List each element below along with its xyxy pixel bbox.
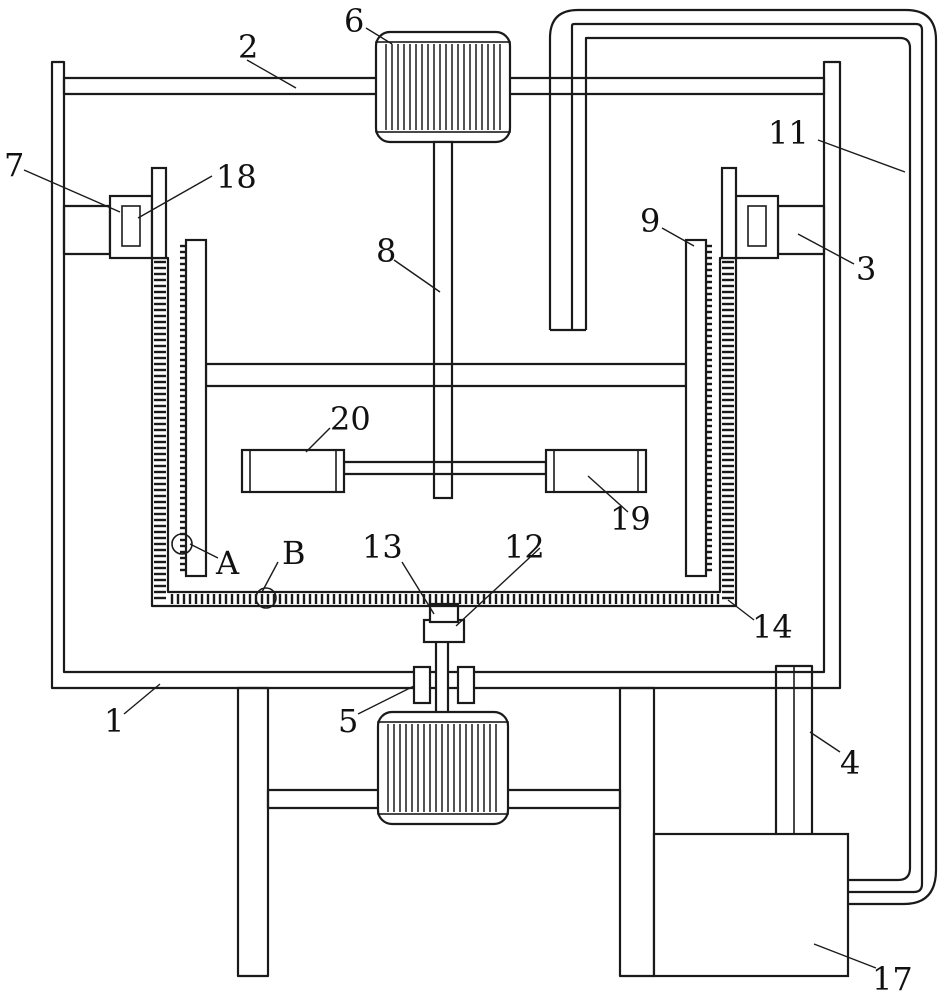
stirring-shaft <box>432 140 454 500</box>
label-7: 7 <box>4 146 24 184</box>
collection-tank <box>652 832 850 978</box>
inner-basket <box>150 256 738 608</box>
circulation-pipe <box>548 8 938 906</box>
stirring-blades <box>240 448 648 494</box>
label-20: 20 <box>330 400 371 438</box>
label-12: 12 <box>504 528 545 566</box>
label-11: 11 <box>768 114 809 152</box>
leader-lines <box>23 27 906 969</box>
label-13: 13 <box>362 528 403 566</box>
label-14: 14 <box>752 608 793 646</box>
lower-shaft <box>412 602 476 720</box>
scraper-plates <box>180 238 712 578</box>
label-4: 4 <box>840 744 860 782</box>
drain-pipe <box>774 664 814 838</box>
side-mounts <box>62 166 826 260</box>
detail-markers <box>171 533 277 609</box>
label-17: 17 <box>872 960 913 998</box>
label-A: A <box>215 544 240 582</box>
label-6: 6 <box>344 2 364 40</box>
label-3: 3 <box>856 250 876 288</box>
top-motor <box>374 30 512 144</box>
label-9: 9 <box>640 202 660 240</box>
label-5: 5 <box>338 702 358 740</box>
label-1: 1 <box>104 702 124 740</box>
part-labels: 1 2 3 4 5 6 7 8 9 11 12 13 14 17 18 19 2… <box>4 2 913 998</box>
label-B: B <box>282 534 306 572</box>
bottom-motor <box>376 710 510 826</box>
label-8: 8 <box>376 232 396 270</box>
tank-body <box>50 60 842 690</box>
label-18: 18 <box>216 158 257 196</box>
label-19: 19 <box>610 500 651 538</box>
label-2: 2 <box>238 28 258 66</box>
